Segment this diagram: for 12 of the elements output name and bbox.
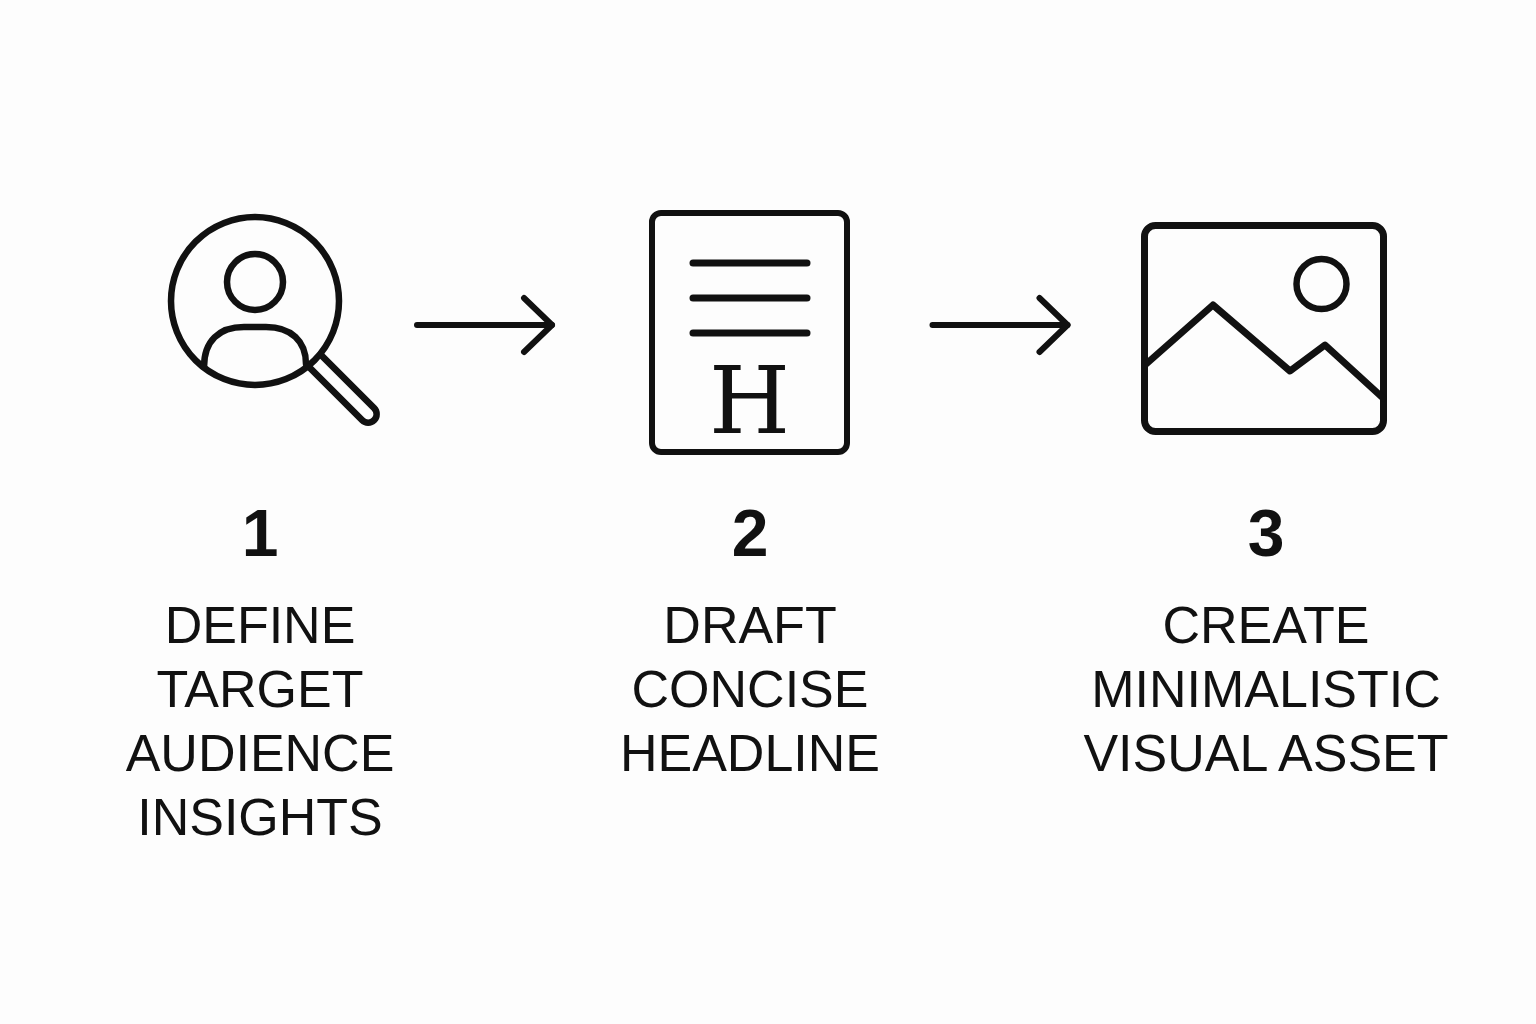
step-caption: CREATE MINIMALISTIC VISUAL ASSET (1082, 595, 1450, 784)
step-number: 1 (241, 500, 279, 566)
step-caption: DRAFT CONCISE HEADLINE (618, 595, 882, 784)
heading-letter: H (708, 355, 791, 448)
magnifier-person-icon (166, 212, 382, 428)
landscape-picture-icon (1140, 221, 1388, 436)
document-box (649, 210, 850, 455)
step-caption: DEFINE TARGET AUDIENCE INSIGHTS (124, 595, 396, 848)
step-number: 3 (1247, 500, 1285, 566)
arrow (414, 295, 555, 355)
arrow (929, 295, 1071, 355)
step-number: 2 (731, 500, 769, 566)
